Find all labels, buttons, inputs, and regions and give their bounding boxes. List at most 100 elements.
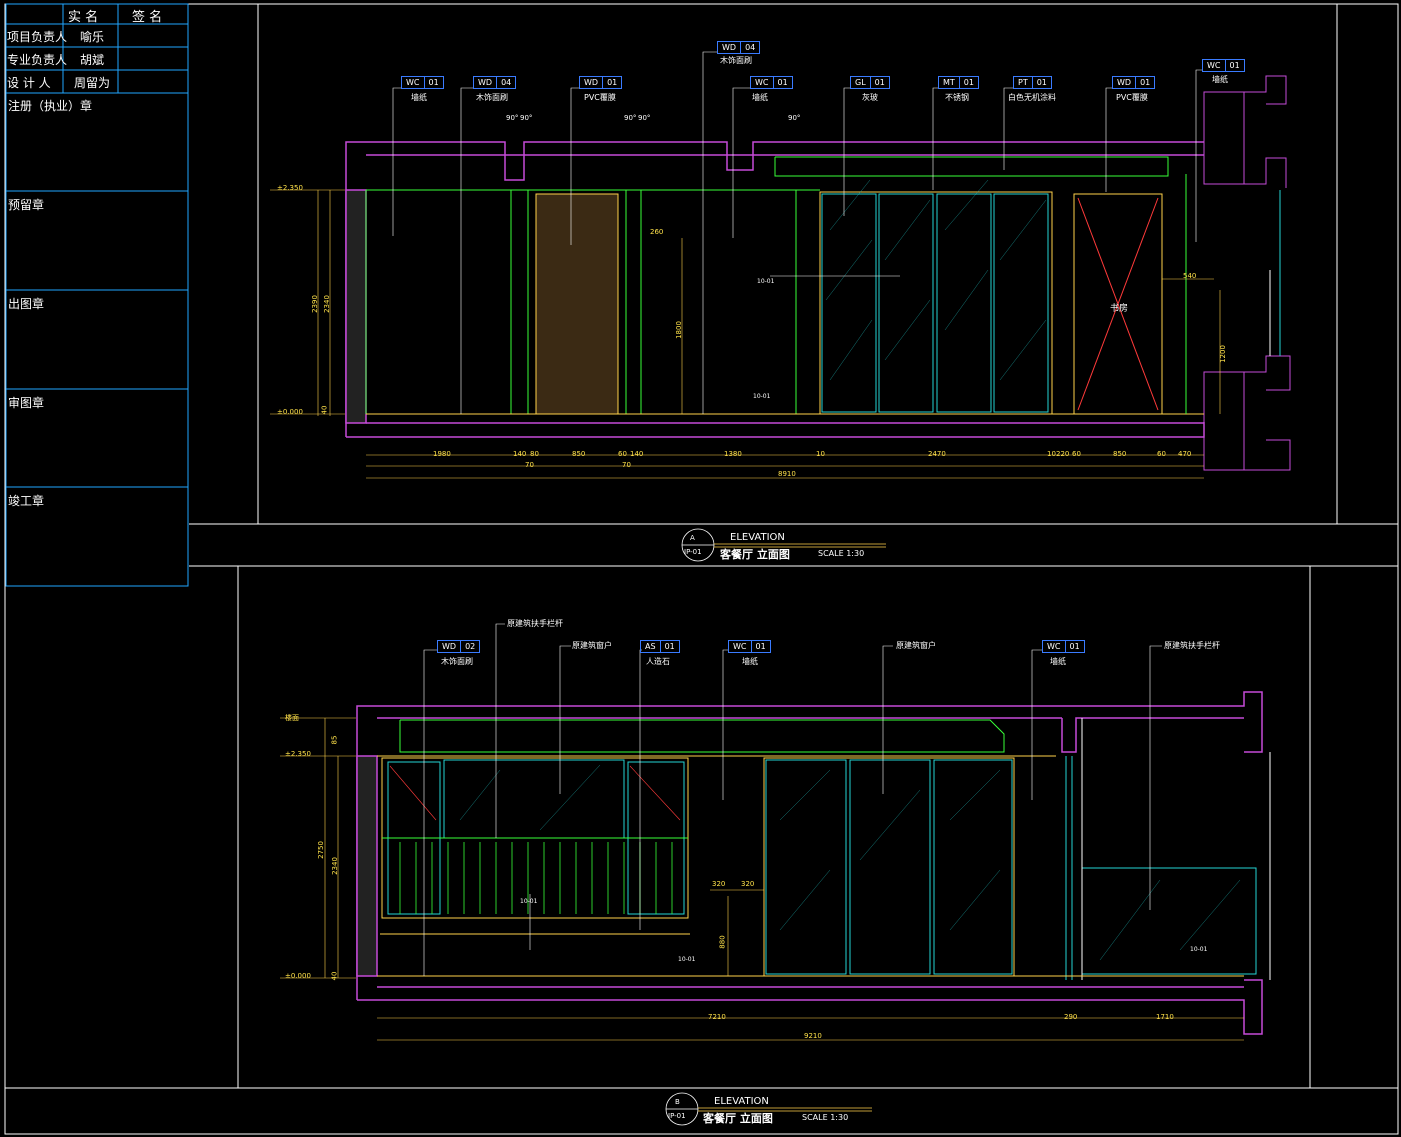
dimension-value: 470 xyxy=(1178,450,1192,458)
elevation-a-name: 客餐厅 立面图 xyxy=(720,548,790,561)
elevation-b-panels xyxy=(377,718,1271,980)
detail-ref: 10-01 xyxy=(520,898,538,905)
dimension-value: 320 xyxy=(741,880,755,888)
level-slab: 楼面 xyxy=(285,714,299,722)
title-block-role: 设 计 人 xyxy=(7,76,51,90)
tag-number: 01 xyxy=(602,77,621,88)
material-label: 原建筑扶手栏杆 xyxy=(507,619,563,628)
dimension-total: 9210 xyxy=(804,1032,822,1040)
detail-ref: 10-01 xyxy=(757,278,775,285)
tag-code: WD xyxy=(722,43,737,52)
title-block-person: 胡斌 xyxy=(80,53,105,67)
dimension-value: 2470 xyxy=(928,450,946,458)
elevation-a-drawing xyxy=(270,51,1291,479)
tag-code: WD xyxy=(584,78,599,87)
dimension-value: 880 xyxy=(718,935,727,949)
dimension-value: 540 xyxy=(1183,272,1197,280)
elevation-a-panels xyxy=(365,156,1281,415)
material-label: 木饰面刷 xyxy=(441,657,473,666)
material-label: 墙纸 xyxy=(1212,75,1228,84)
tag-code: WD xyxy=(442,642,457,651)
dimension-value: 2340 xyxy=(330,857,339,875)
dimension-value: 1800 xyxy=(674,321,683,339)
dimension-value: 140 xyxy=(513,450,527,458)
elevation-a-wall-outline xyxy=(345,141,1205,438)
tag-code: WC xyxy=(1207,61,1221,70)
tag-code: WC xyxy=(406,78,420,87)
tag-number: 01 xyxy=(1031,77,1051,88)
dimension-value: 220 xyxy=(1056,450,1070,458)
dimension-value: 70 xyxy=(525,461,534,469)
dimension-value: 40 xyxy=(320,405,329,415)
stamp-registration: 注册（执业）章 xyxy=(8,99,93,113)
tag-number: 01 xyxy=(1224,60,1244,71)
elevation-a-letter: A xyxy=(690,534,695,542)
elevation-b-drawing xyxy=(280,623,1271,1041)
dimension-value: 320 xyxy=(712,880,726,888)
elevation-b-dimension-lines xyxy=(280,717,1244,1041)
dimension-value: 1710 xyxy=(1156,1013,1174,1021)
material-label: 墙纸 xyxy=(742,657,758,666)
tag-number: 01 xyxy=(1064,641,1084,652)
dimension-value: 2390 xyxy=(310,295,319,313)
material-label: 原建筑窗户 xyxy=(896,641,936,650)
tag-code: WD xyxy=(1117,78,1132,87)
material-label: 原建筑窗户 xyxy=(572,641,612,650)
material-label: 不锈钢 xyxy=(945,93,969,102)
tag-code: WC xyxy=(755,78,769,87)
dimension-value: 850 xyxy=(1113,450,1127,458)
title-block-person: 喻乐 xyxy=(80,30,105,44)
tag-code: AS xyxy=(645,642,656,651)
tag-code: GL xyxy=(855,78,866,87)
stamp-reserved: 预留章 xyxy=(8,198,45,212)
elevation-a-title-graphic xyxy=(681,528,886,562)
dimension-value: 1200 xyxy=(1218,345,1227,363)
elevation-a-dimension-lines xyxy=(270,189,1221,479)
dimension-value: 80 xyxy=(530,450,539,458)
tag-number: 01 xyxy=(958,77,978,88)
dimension-value: 2750 xyxy=(316,841,325,859)
elevation-b-scale: SCALE 1:30 xyxy=(802,1113,849,1122)
elevation-a-leaders xyxy=(392,51,1202,414)
dimension-value: 10 xyxy=(1047,450,1056,458)
title-block-role: 项目负责人 xyxy=(7,30,68,44)
tag-number: 04 xyxy=(496,77,515,88)
material-label: 墙纸 xyxy=(752,93,768,102)
elevation-a-code: IP-01 xyxy=(684,548,702,556)
title-block-person: 周留为 xyxy=(74,76,111,90)
level-bottom: ±0.000 xyxy=(277,408,303,416)
elevation-a-scale: SCALE 1:30 xyxy=(818,549,865,558)
sheet-frame xyxy=(4,3,1399,1135)
detail-ref: 10-01 xyxy=(753,393,771,400)
stamp-issue: 出图章 xyxy=(8,297,45,311)
dimension-value: 1980 xyxy=(433,450,451,458)
material-label: 墙纸 xyxy=(411,93,427,102)
elevation-b-code: IP-01 xyxy=(668,1112,686,1120)
stamp-review: 审图章 xyxy=(8,396,45,410)
tag-number: 01 xyxy=(869,77,889,88)
dimension-value: 60 xyxy=(1072,450,1081,458)
dimension-value: 290 xyxy=(1064,1013,1078,1021)
dimension-value: 260 xyxy=(650,228,664,236)
angle-label: 90° xyxy=(506,114,519,122)
tag-code: WC xyxy=(1047,642,1061,651)
elevation-b-leaders xyxy=(423,623,1162,976)
elevation-b-name: 客餐厅 立面图 xyxy=(703,1112,773,1125)
material-label: 灰玻 xyxy=(862,93,878,102)
elevation-b-title-graphic xyxy=(665,1092,872,1126)
detail-ref: 10-01 xyxy=(678,956,696,963)
angle-label: 90° xyxy=(624,114,637,122)
tag-code: MT xyxy=(943,78,955,87)
